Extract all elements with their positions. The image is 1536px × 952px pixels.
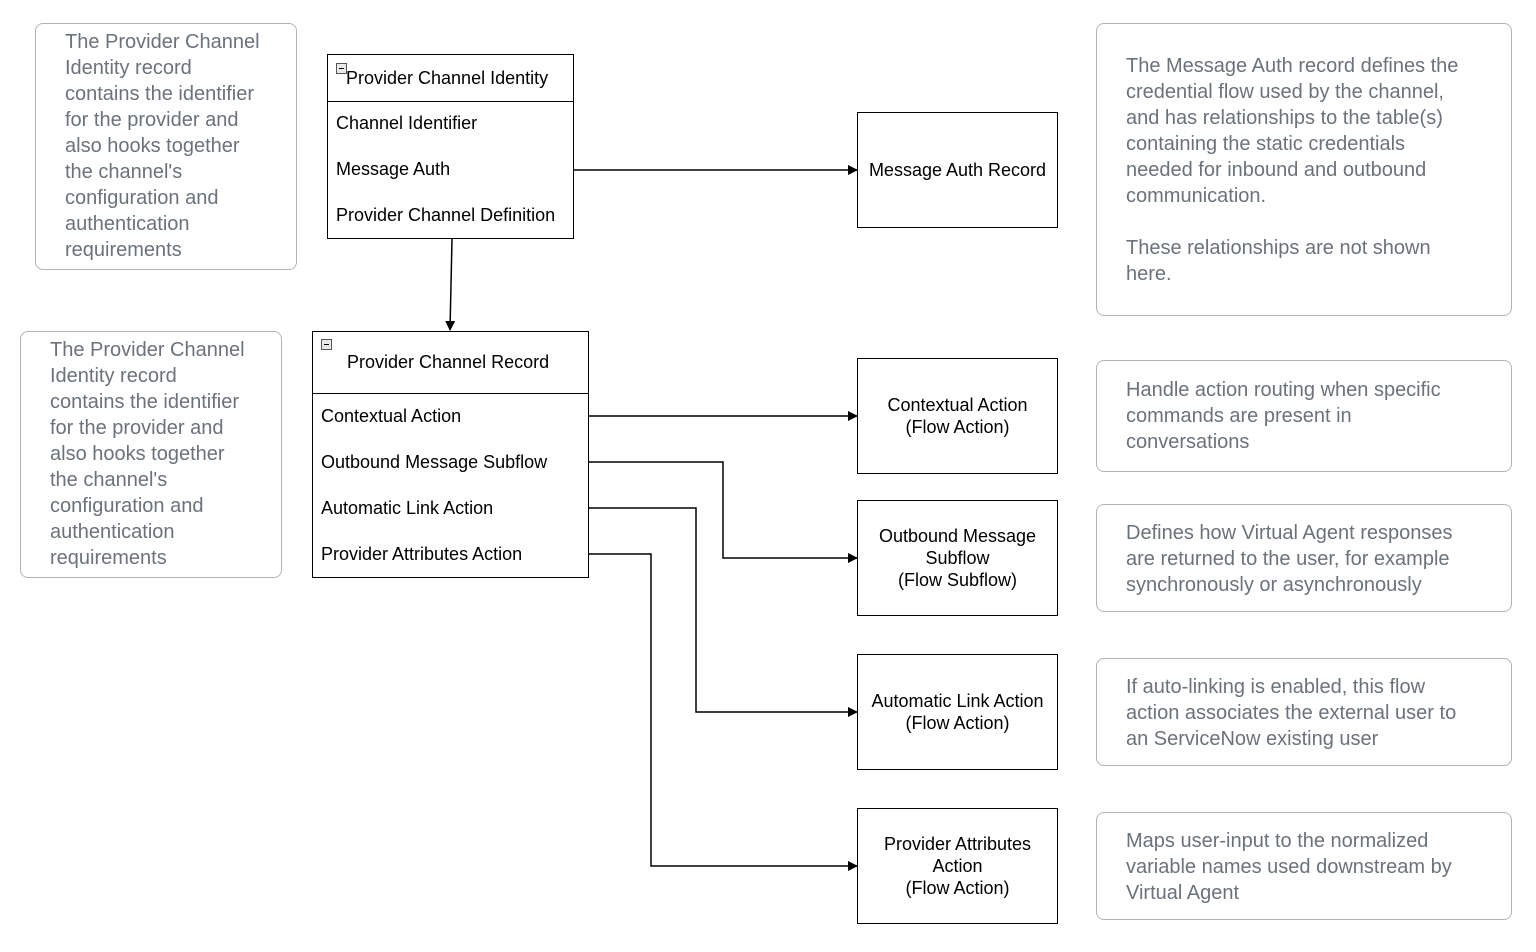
automatic-link-action-box[interactable]: Automatic Link Action (Flow Action) — [857, 654, 1058, 770]
note-identity-left: The Provider Channel Identity record con… — [20, 331, 282, 578]
box-label: Provider Attributes Action (Flow Action) — [883, 834, 1032, 898]
field-provider-channel-definition: Provider Channel Definition — [336, 205, 556, 225]
note-contextual-action: Handle action routing when specific comm… — [1096, 360, 1512, 472]
note-outbound-message: Defines how Virtual Agent responses are … — [1096, 504, 1512, 612]
note-text: The Message Auth record defines the cred… — [1126, 55, 1459, 285]
outbound-message-subflow-box[interactable]: Outbound Message Subflow (Flow Subflow) — [857, 500, 1058, 616]
box-label: Automatic Link Action (Flow Action) — [871, 691, 1044, 733]
field-contextual-action: Contextual Action — [321, 406, 462, 426]
provider-attributes-action-box[interactable]: Provider Attributes Action (Flow Action) — [857, 808, 1058, 924]
note-text: Handle action routing when specific comm… — [1126, 379, 1441, 453]
collapse-icon[interactable] — [336, 63, 347, 74]
box-label: Message Auth Record — [868, 160, 1047, 180]
contextual-action-box[interactable]: Contextual Action (Flow Action) — [857, 358, 1058, 474]
note-text: Defines how Virtual Agent responses are … — [1126, 522, 1453, 596]
provider-channel-identity-entity[interactable]: Provider Channel Identity Channel Identi… — [327, 54, 574, 239]
field-message-auth: Message Auth — [336, 159, 451, 179]
box-label: Outbound Message Subflow (Flow Subflow) — [878, 526, 1037, 590]
entity-header: Provider Channel Record — [313, 332, 588, 394]
entity-title: Provider Channel Identity — [346, 68, 549, 88]
message-auth-record-box[interactable]: Message Auth Record — [857, 112, 1058, 228]
box-label: Contextual Action (Flow Action) — [887, 395, 1028, 437]
note-provider-attributes: Maps user-input to the normalized variab… — [1096, 812, 1512, 920]
note-automatic-link: If auto-linking is enabled, this flow ac… — [1096, 658, 1512, 766]
collapse-icon[interactable] — [321, 339, 332, 350]
note-text: Maps user-input to the normalized variab… — [1126, 830, 1452, 904]
field-provider-attributes-action: Provider Attributes Action — [321, 544, 523, 564]
edge-outbound — [589, 461, 858, 563]
note-text: If auto-linking is enabled, this flow ac… — [1126, 676, 1457, 750]
field-channel-identifier: Channel Identifier — [336, 113, 478, 133]
note-identity-top: The Provider Channel Identity record con… — [35, 23, 297, 270]
edge-attributes — [589, 553, 858, 871]
note-text: The Provider Channel Identity record con… — [50, 339, 245, 569]
edge-autolink — [589, 507, 858, 717]
entity-title: Provider Channel Record — [347, 352, 550, 372]
entity-header: Provider Channel Identity — [328, 55, 573, 102]
edge-identity-to-record — [445, 238, 456, 331]
provider-channel-record-entity[interactable]: Provider Channel Record Contextual Actio… — [312, 331, 589, 578]
note-message-auth: The Message Auth record defines the cred… — [1096, 23, 1512, 316]
note-text: The Provider Channel Identity record con… — [65, 31, 260, 261]
field-outbound-message-subflow: Outbound Message Subflow — [321, 452, 548, 472]
field-automatic-link-action: Automatic Link Action — [321, 498, 494, 518]
